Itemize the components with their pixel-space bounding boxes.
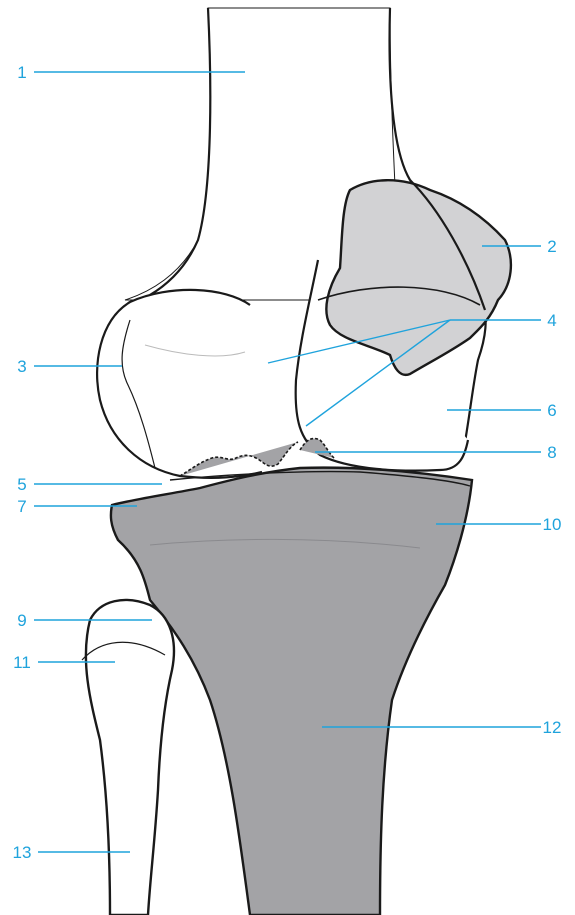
lateral-condyle <box>97 290 262 478</box>
label-8: 8 <box>547 443 556 462</box>
label-12: 12 <box>543 718 562 737</box>
label-2: 2 <box>547 237 556 256</box>
label-1: 1 <box>17 63 26 82</box>
label-13: 13 <box>13 843 32 862</box>
label-5: 5 <box>17 475 26 494</box>
label-4: 4 <box>547 311 556 330</box>
label-6: 6 <box>547 401 556 420</box>
label-10: 10 <box>543 515 562 534</box>
label-9: 9 <box>17 611 26 630</box>
label-11: 11 <box>13 653 31 672</box>
label-7: 7 <box>17 497 26 516</box>
label-3: 3 <box>17 357 26 376</box>
